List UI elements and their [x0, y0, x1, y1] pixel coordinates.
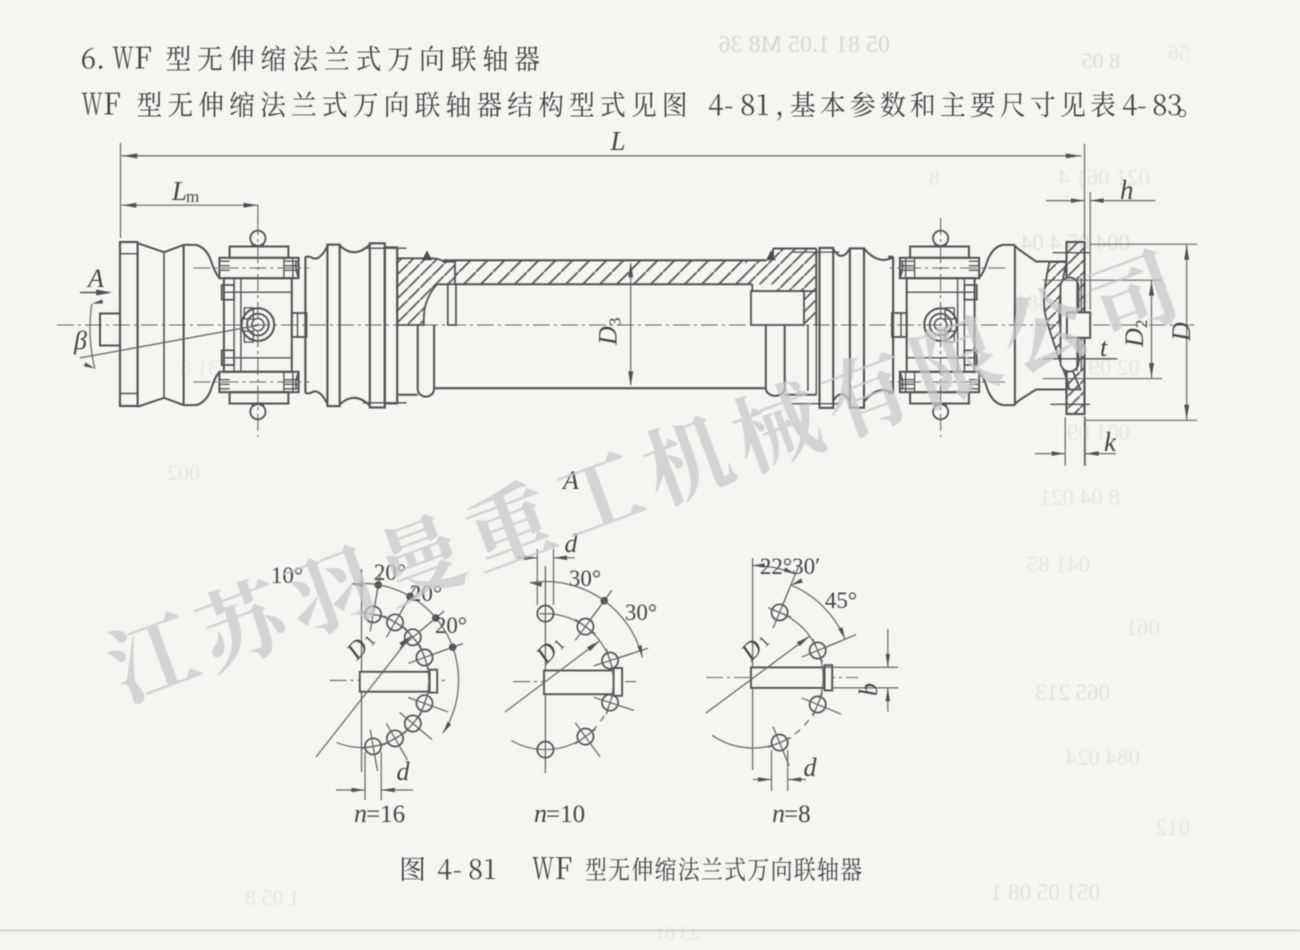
svg-text:061: 061	[1126, 615, 1161, 640]
svg-text:05 81 1.05 M8 36: 05 81 1.05 M8 36	[719, 32, 890, 58]
svg-text:22°30′: 22°30′	[760, 554, 820, 579]
svg-text:n: n	[354, 799, 367, 828]
svg-text:8: 8	[929, 165, 940, 190]
svg-text:051 05 08 1: 051 05 08 1	[991, 880, 1100, 905]
svg-text:30°: 30°	[625, 600, 657, 625]
svg-text:n: n	[772, 799, 785, 828]
svg-text:3: 3	[606, 318, 625, 327]
svg-text:2: 2	[1132, 320, 1151, 329]
svg-text:23 61: 23 61	[655, 923, 700, 945]
svg-text:A: A	[86, 264, 104, 293]
svg-text:b: b	[854, 683, 883, 696]
svg-text:8 05: 8 05	[1082, 48, 1121, 73]
svg-text:45°: 45°	[825, 588, 857, 613]
svg-text:021 061 4: 021 061 4	[1058, 165, 1151, 190]
svg-text:1 05 8: 1 05 8	[245, 885, 300, 910]
svg-text:002: 002	[167, 460, 200, 485]
svg-text:56: 56	[1168, 40, 1190, 65]
svg-text:=10: =10	[546, 801, 585, 828]
svg-text:d: d	[804, 753, 818, 782]
svg-text:065 213: 065 213	[1035, 680, 1110, 705]
svg-text:L: L	[609, 126, 625, 156]
svg-text:20°: 20°	[435, 613, 467, 638]
svg-text:084 024: 084 024	[1065, 745, 1140, 770]
svg-text:n: n	[534, 799, 547, 828]
svg-text:β: β	[73, 326, 87, 355]
svg-text:k: k	[1104, 427, 1117, 457]
svg-text:=8: =8	[784, 801, 811, 828]
svg-text:30°: 30°	[569, 566, 601, 591]
svg-text:=16: =16	[366, 801, 405, 828]
svg-text:231 8: 231 8	[181, 355, 231, 380]
svg-text:041 85: 041 85	[1027, 552, 1090, 577]
svg-text:h: h	[1120, 175, 1134, 205]
svg-text:m: m	[186, 187, 199, 206]
svg-text:L: L	[171, 176, 187, 206]
svg-text:D: D	[594, 326, 623, 346]
svg-text:8 04 021: 8 04 021	[1040, 485, 1121, 510]
svg-text:D: D	[1120, 328, 1149, 348]
svg-text:t: t	[1100, 333, 1108, 362]
svg-text:001 09: 001 09	[1067, 420, 1130, 445]
svg-text:A: A	[561, 466, 579, 495]
svg-text:d: d	[397, 757, 411, 786]
svg-text:D: D	[1167, 322, 1196, 342]
svg-text:012: 012	[1156, 815, 1191, 840]
